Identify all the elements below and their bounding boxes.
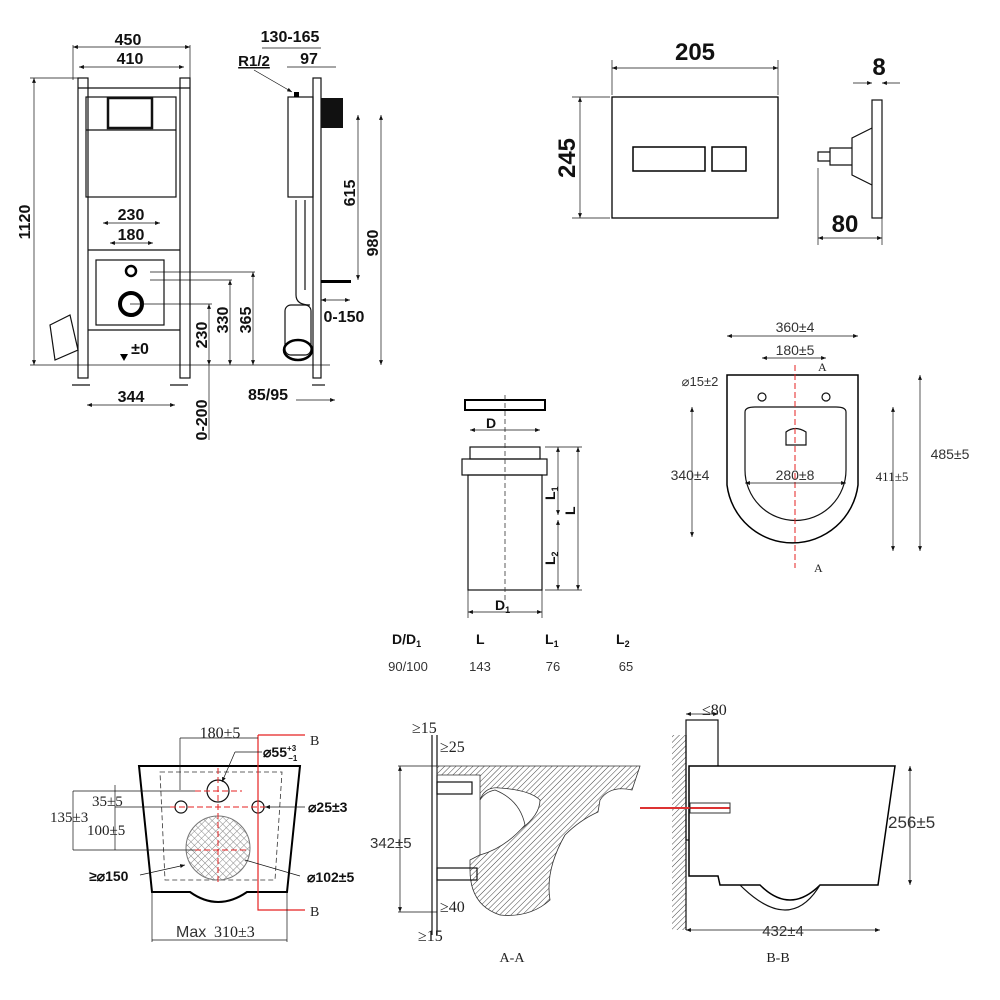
- zero-level-label: ±0: [131, 341, 149, 358]
- dim-max-width: 310±3: [214, 924, 255, 941]
- table-value-d: 90/100: [388, 659, 428, 674]
- dim-drain: ⌀102±5: [307, 869, 354, 885]
- frame-front-view: 450 410 1120 230 180 ±0 230 330 365 344 …: [17, 32, 330, 440]
- table-header-l: L: [476, 631, 485, 647]
- flush-plate-drawing: 205 245 8 80: [554, 39, 900, 245]
- dim-bolt-hole: ⌀15±2: [682, 374, 719, 389]
- dim-foot: 85/95: [248, 387, 288, 404]
- dim-bb-wall: ≤80: [702, 702, 727, 719]
- dim-plate-height: 245: [554, 138, 581, 178]
- dim-toilet-length: 485±5: [931, 446, 970, 462]
- dim-bb-height: 256±5: [888, 813, 935, 832]
- dim-h230: 230: [194, 322, 211, 349]
- dim-leg-adjust: 0-200: [194, 399, 211, 440]
- dim-plate-depth: 80: [832, 211, 859, 238]
- dim-aa-gap40: ≥40: [440, 899, 465, 916]
- table-header-d: D/D1: [392, 631, 421, 649]
- dim-aa-top-gap: ≥15: [412, 720, 437, 737]
- inlet-label: R1/2: [238, 53, 270, 70]
- dim-frame-width-outer: 450: [115, 32, 142, 49]
- dim-aa-gap25: ≥25: [440, 739, 465, 756]
- adapter-label-d: D: [486, 415, 496, 431]
- section-a-a: ≥15 ≥25 342±5 ≥40 ≥15 A-A: [370, 720, 641, 966]
- table-value-l: 143: [469, 659, 491, 674]
- dim-frame-height: 1120: [17, 205, 34, 240]
- section-b-top: B: [310, 734, 319, 749]
- table-header-l1: L1: [545, 631, 559, 649]
- dim-aa-height: 342±5: [370, 835, 412, 852]
- dim-back-bolt-spacing: 180±5: [200, 725, 241, 742]
- dim-h135: 135±3: [50, 810, 88, 826]
- dim-toilet-width: 360±4: [776, 319, 815, 335]
- section-bb-title: B-B: [766, 951, 789, 966]
- dim-bolt-spacing: 180±5: [776, 342, 815, 358]
- dim-inner-width: 280±8: [776, 467, 815, 483]
- dim-depth-range: 130-165: [261, 29, 320, 46]
- dim-inner-length: 340±4: [671, 467, 710, 483]
- section-b-b: ≤80 256±5 432±4 B-B: [640, 702, 935, 966]
- section-b-bottom: B: [310, 905, 319, 920]
- max-label: Max: [176, 924, 206, 941]
- dim-frame-width-inner: 410: [117, 51, 144, 68]
- adapter-drawing: D D1 L1 L L2 D/D1 L L1 L2 90/100 143 76 …: [388, 395, 633, 674]
- dim-h615: 615: [342, 180, 359, 207]
- dim-bolt-inner: 180: [118, 227, 145, 244]
- dim-outlet-diameter: ⌀55+3−1: [263, 744, 298, 763]
- table-header-l2: L2: [616, 631, 630, 649]
- dim-bb-length: 432±4: [762, 923, 804, 940]
- toilet-back-view: 180±5 ⌀55+3−1 B B 35±5 135±3 100±5 ⌀25±3…: [50, 725, 354, 942]
- dim-h330: 330: [215, 307, 232, 334]
- dim-min-opening: ≥⌀150: [89, 868, 129, 884]
- adapter-label-l1: L1: [542, 486, 560, 500]
- dim-outlet-range: 0-150: [324, 309, 365, 326]
- section-aa-title: A-A: [500, 951, 526, 966]
- dim-plate-width: 205: [675, 39, 715, 66]
- table-value-l1: 76: [546, 659, 560, 674]
- dim-aa-bottom-gap: ≥15: [418, 928, 443, 945]
- dim-depth-97: 97: [300, 51, 318, 68]
- section-a-bottom: A: [814, 561, 823, 575]
- dim-h980: 980: [365, 230, 382, 257]
- dim-h365: 365: [238, 307, 255, 334]
- adapter-label-l: L: [562, 506, 578, 515]
- adapter-label-d1: D1: [495, 597, 510, 615]
- adapter-label-l2: L2: [542, 551, 560, 565]
- dim-h100: 100±5: [87, 823, 125, 839]
- dim-bolt-outer: 230: [118, 207, 145, 224]
- dim-back-bolt-hole: ⌀25±3: [308, 799, 348, 815]
- section-a-top: A: [818, 360, 827, 374]
- dim-leg-spacing: 344: [118, 389, 145, 406]
- dim-toilet-length-inner: 411±5: [876, 469, 909, 484]
- dim-plate-thickness: 8: [872, 54, 885, 81]
- dim-h35: 35±5: [92, 794, 123, 810]
- table-value-l2: 65: [619, 659, 633, 674]
- frame-side-view: 130-165 R1/2 97 615 980 0-150 85/95: [238, 29, 383, 404]
- toilet-top-view: 360±4 180±5 ⌀15±2 340±4 280±8 485±5 411±…: [671, 319, 970, 575]
